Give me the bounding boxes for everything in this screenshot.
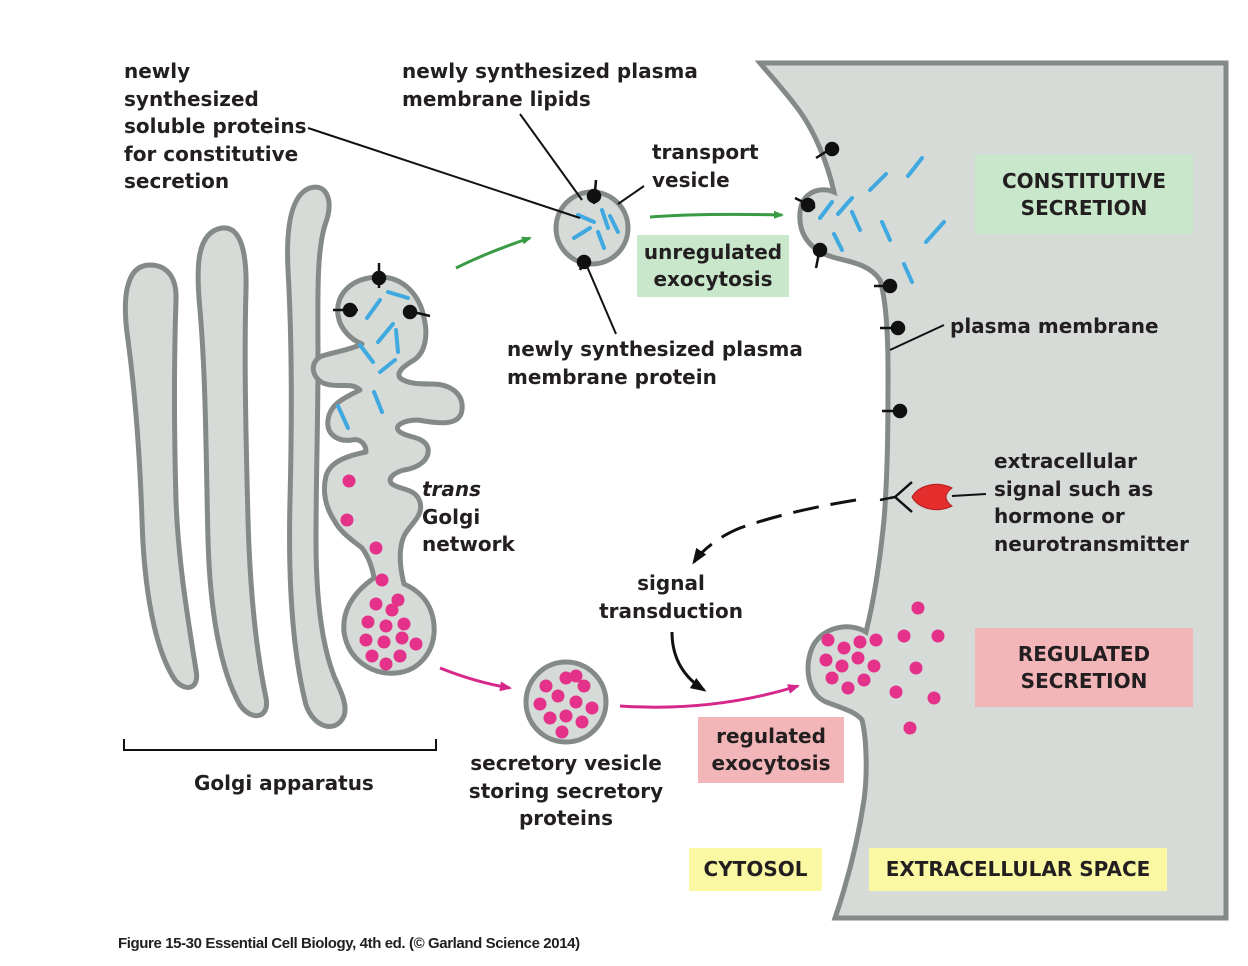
trans-golgi-network-rest: Golgi network [422, 504, 515, 557]
plasma-membrane-label: plasma membrane [950, 314, 1159, 338]
tgn-soluble-proteins [336, 290, 410, 430]
constitutive-secretion-box: CONSTITUTIVE SECRETION [975, 155, 1193, 234]
plasma-membrane-proteins [794, 141, 908, 419]
regulated-secretion-box: REGULATED SECRETION [975, 628, 1193, 707]
membrane-lipids-label: newly synthesized plasma membrane lipids [402, 59, 698, 111]
regulated-pathway-arrows [439, 666, 800, 709]
tgn-membrane-proteins [333, 263, 431, 320]
label-leader-lines [307, 113, 945, 351]
golgi-apparatus-label: Golgi apparatus [194, 771, 374, 795]
golgi-apparatus-bracket [123, 739, 437, 751]
regulated-secreted-proteins [819, 601, 945, 735]
figure-caption: Figure 15-30 Essential Cell Biology, 4th… [118, 935, 580, 952]
cytosol-box: CYTOSOL [689, 848, 822, 891]
extracellular-signal-label: extracellular signal such as hormone or … [994, 449, 1189, 556]
golgi-cisternae [122, 184, 348, 729]
tgn-secretory-proteins [340, 474, 423, 671]
secretory-vesicle-label: secretory vesicle storing secretory prot… [468, 751, 664, 830]
constitutive-secreted-proteins [818, 156, 946, 284]
signal-transduction-label: signal transduction [599, 571, 743, 623]
regulated-exocytosis-box: regulated exocytosis [698, 717, 844, 783]
trans-prefix: trans [422, 477, 482, 501]
transport-vesicle [553, 179, 631, 271]
signal-transduction-arrows [670, 498, 857, 692]
soluble-proteins-label: newly synthesized soluble proteins for c… [124, 59, 307, 193]
transport-vesicle-label: transport vesicle [652, 140, 759, 192]
unregulated-exocytosis-box: unregulated exocytosis [637, 235, 789, 297]
constitutive-pathway-arrows [455, 210, 784, 270]
secretory-vesicle [523, 659, 609, 745]
extracellular-space-box: EXTRACELLULAR SPACE [869, 848, 1167, 891]
membrane-protein-label: newly synthesized plasma membrane protei… [507, 337, 803, 389]
trans-golgi-network [310, 274, 465, 676]
receptor-and-signal [879, 481, 987, 513]
